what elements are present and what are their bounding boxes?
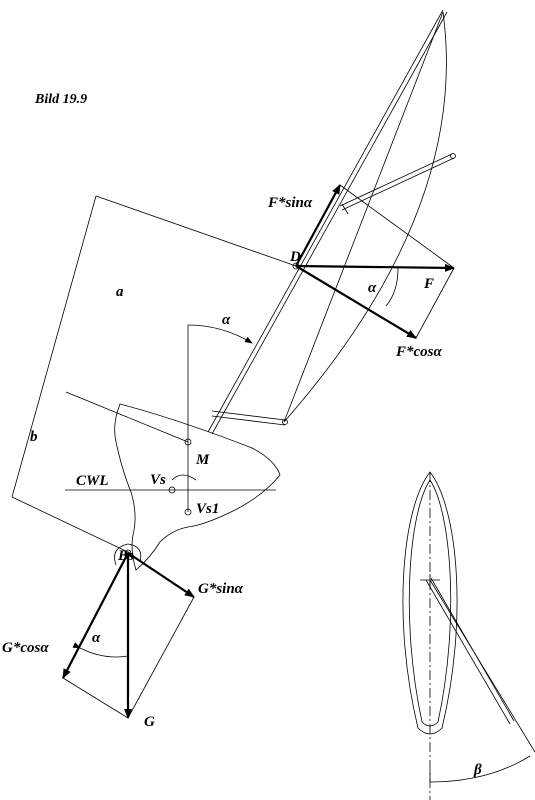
boom-top-view xyxy=(425,579,511,725)
label-alpha-upper: α xyxy=(222,312,231,328)
arrow-g-cos xyxy=(62,552,129,679)
heeled-hull xyxy=(114,403,281,571)
top-view-hull xyxy=(402,471,535,800)
arrow-g-sin xyxy=(127,552,195,598)
force-diagram-bs xyxy=(62,552,195,719)
figure-title: Bild 19.9 xyxy=(34,92,87,107)
label-alpha-g: α xyxy=(92,630,101,646)
point-m xyxy=(184,438,192,446)
point-d xyxy=(292,262,300,270)
label-cwl: CWL xyxy=(76,473,109,489)
alpha-arc-d xyxy=(385,267,399,307)
alpha-arc-vs xyxy=(171,474,197,481)
label-g: G xyxy=(144,714,155,730)
label-g-cos: G*cosα xyxy=(2,640,49,656)
dimension-lines xyxy=(11,195,297,554)
bs-arc xyxy=(114,543,142,566)
label-vs1: Vs1 xyxy=(196,501,219,517)
arrow-f-sin xyxy=(295,184,341,267)
sail xyxy=(283,11,447,423)
alpha-arc-upper xyxy=(187,324,253,344)
label-beta: β xyxy=(473,762,482,778)
arrow-f-cos xyxy=(295,265,417,339)
mast xyxy=(207,9,448,435)
label-a: a xyxy=(116,284,124,300)
alpha-arc-g xyxy=(72,642,129,658)
label-vs: Vs xyxy=(150,472,166,488)
label-f: F xyxy=(423,276,434,292)
force-diagram-d xyxy=(292,184,455,339)
beta-arc xyxy=(429,755,531,783)
arrow-f xyxy=(295,263,455,272)
label-bs: Bs xyxy=(117,548,134,564)
label-b: b xyxy=(30,429,38,445)
point-vs xyxy=(168,486,176,494)
beta-leg xyxy=(429,579,535,753)
sail-foot xyxy=(283,11,444,423)
sail-leech xyxy=(283,11,447,423)
label-f-cos: F*cosα xyxy=(395,344,443,360)
label-alpha-d: α xyxy=(368,280,377,296)
label-g-sin: G*sinα xyxy=(198,581,244,597)
upper-boom xyxy=(339,153,456,215)
lower-boom xyxy=(211,410,288,426)
label-m: M xyxy=(195,452,210,468)
label-f-sin: F*sinα xyxy=(267,195,313,211)
label-d: D xyxy=(289,249,301,265)
point-vs1 xyxy=(184,508,192,516)
